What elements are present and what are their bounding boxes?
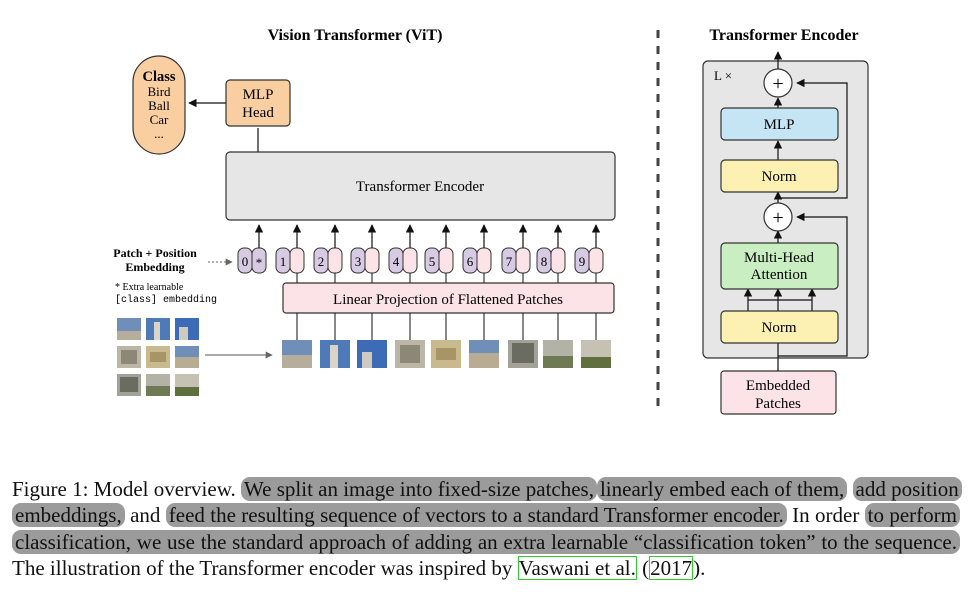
caption-text: In order [786, 503, 865, 528]
residual-add-lower [763, 202, 793, 232]
token-pair-3: 3 [350, 224, 380, 288]
caption-text: The illustration of the Transformer enco… [12, 555, 518, 580]
token-pair-1: 1 [275, 224, 305, 288]
embedded-patches-label: Patches [755, 396, 801, 412]
figure-caption: Figure 1: Model overview. We split an im… [12, 476, 962, 581]
class-item: Bird [147, 84, 171, 99]
class-item: ... [154, 126, 164, 141]
caption-highlight: linearly embed each of them, [596, 477, 848, 501]
position-index: 8 [541, 254, 548, 269]
norm-label: Norm [762, 320, 797, 336]
token-pair-7: 7 [501, 224, 531, 288]
norm-label: Norm [762, 169, 797, 185]
citation-year-link[interactable]: 2017 [649, 555, 694, 580]
caption-text: ). [693, 555, 706, 580]
class-embedding-note: [class] embedding [115, 294, 217, 306]
transformer-encoder-label: Transformer Encoder [356, 179, 484, 195]
class-token-mark: * [256, 255, 263, 270]
token-pair-6: 6 [462, 224, 492, 288]
citation-authors-link[interactable]: Vaswani et al. [517, 555, 637, 580]
encoder-title: Transformer Encoder [709, 27, 858, 44]
embedding-label: Patch + Position [113, 246, 197, 260]
vit-title: Vision Transformer (ViT) [268, 27, 443, 44]
position-index: 7 [506, 254, 513, 269]
mlp-label: MLP [764, 117, 795, 133]
token-pair-0: 0 * [237, 224, 267, 274]
layer-repeat-label: L × [714, 68, 732, 83]
mlp-box [720, 107, 839, 141]
input-image-patches [117, 318, 199, 396]
embedding-label: Embedding [125, 260, 184, 274]
linear-projection-box [282, 282, 615, 314]
embedded-patches-label: Embedded [746, 378, 811, 394]
norm-box-lower [720, 310, 839, 344]
token-pair-9: 9 [574, 224, 604, 288]
extra-learnable-note: * Extra learnable [115, 282, 184, 293]
transformer-encoder-box [225, 151, 616, 221]
position-index: 9 [579, 254, 586, 269]
caption-highlight: We split an image into fixed-size patche… [241, 477, 597, 501]
patch-connectors [296, 313, 597, 340]
position-index: 5 [429, 254, 436, 269]
caption-label: Figure 1: Model overview. [12, 477, 242, 501]
token-pair-2: 2 [313, 224, 343, 288]
plus-sign: + [772, 73, 783, 95]
mlp-head-label: Head [242, 105, 274, 121]
encoder-connections [743, 51, 848, 371]
caption-highlight: feed the resulting sequence of vectors t… [165, 503, 787, 528]
position-index: 6 [467, 254, 474, 269]
position-index: 3 [355, 254, 362, 269]
class-output-box [132, 55, 186, 155]
token-pair-8: 8 [536, 224, 566, 288]
position-index: 2 [318, 254, 325, 269]
linear-projection-label: Linear Projection of Flattened Patches [333, 292, 563, 308]
position-index: 0 [242, 254, 249, 269]
caption-text: ( [636, 555, 650, 580]
token-pair-5: 5 [424, 224, 454, 288]
attention-label: Multi-Head [744, 250, 814, 266]
position-index: 1 [280, 254, 287, 269]
norm-box-upper [720, 159, 839, 193]
vit-figure: Vision Transformer (ViT) Class Bird Ball… [113, 27, 869, 415]
class-item: Car [150, 112, 169, 127]
residual-add-upper [763, 68, 793, 98]
caption-text: and [124, 503, 166, 528]
mlp-head-label: MLP [243, 87, 274, 103]
class-item: Ball [148, 98, 170, 113]
class-box-title: Class [142, 69, 175, 85]
flattened-patches [282, 340, 611, 368]
token-pair-4: 4 [388, 224, 418, 288]
plus-sign: + [772, 207, 783, 229]
multi-head-attention-box [720, 242, 839, 290]
attention-label: Attention [751, 267, 808, 283]
position-index: 4 [393, 254, 400, 269]
